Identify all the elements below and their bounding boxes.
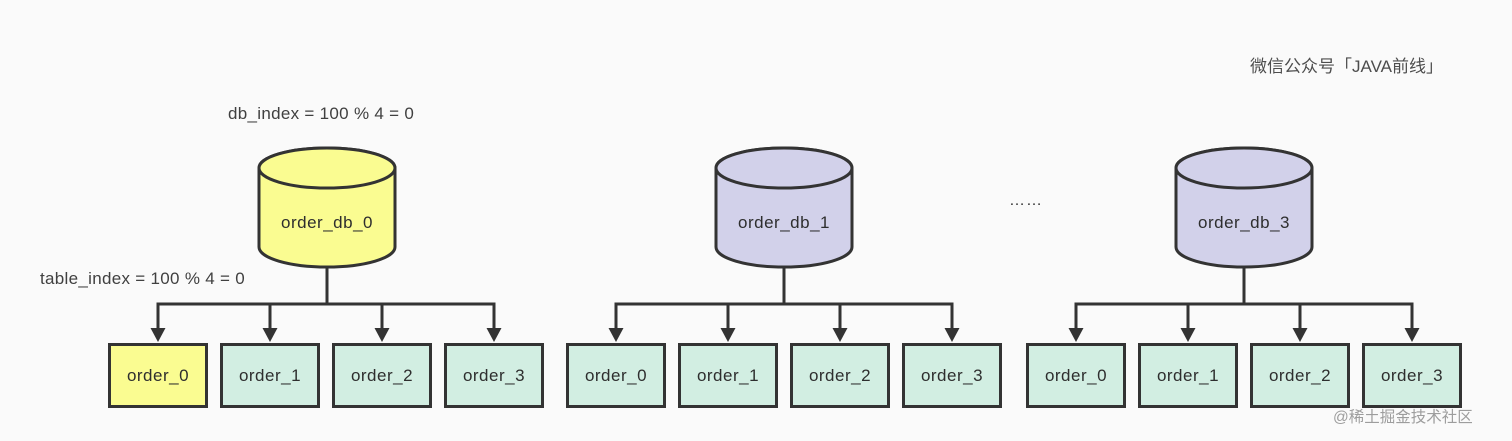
table-index-annotation: table_index = 100 % 4 = 0 <box>40 269 246 288</box>
database-cylinder-icon <box>1174 146 1314 269</box>
table-node: order_1 <box>1138 343 1238 408</box>
arrowhead-icon <box>944 328 960 342</box>
arrowhead-icon <box>374 328 390 342</box>
wechat-watermark: 微信公众号「JAVA前线」 <box>1250 57 1443 76</box>
table-node: order_3 <box>444 343 544 408</box>
arrowhead-icon <box>1068 328 1084 342</box>
arrowhead-icon <box>1292 328 1308 342</box>
db-index-annotation: db_index = 100 % 4 = 0 <box>228 104 415 123</box>
table-node: order_2 <box>332 343 432 408</box>
arrowhead-icon <box>608 328 624 342</box>
db-node-label: order_db_3 <box>1198 213 1290 232</box>
database-cylinder-icon <box>714 146 854 269</box>
table-node: order_0 <box>108 343 208 408</box>
database-cylinder-icon <box>257 146 397 269</box>
connector-tree-db1 <box>608 265 960 342</box>
arrowhead-icon <box>720 328 736 342</box>
table-node: order_1 <box>220 343 320 408</box>
table-node: order_2 <box>790 343 890 408</box>
arrowhead-icon <box>1404 328 1420 342</box>
table-node: order_0 <box>566 343 666 408</box>
arrowhead-icon <box>262 328 278 342</box>
table-node: order_3 <box>1362 343 1462 408</box>
arrowhead-icon <box>1180 328 1196 342</box>
db-node-label: order_db_0 <box>281 213 373 232</box>
arrowhead-icon <box>832 328 848 342</box>
continuation-ellipsis: …… <box>1009 192 1043 209</box>
table-node: order_2 <box>1250 343 1350 408</box>
juejin-watermark: @稀土掘金技术社区 <box>1333 409 1473 426</box>
db-node-label: order_db_1 <box>738 213 830 232</box>
arrowhead-icon <box>486 328 502 342</box>
table-node: order_3 <box>902 343 1002 408</box>
table-node: order_0 <box>1026 343 1126 408</box>
table-node: order_1 <box>678 343 778 408</box>
connector-tree-db3 <box>1068 265 1420 342</box>
arrowhead-icon <box>150 328 166 342</box>
connector-tree-db0 <box>150 265 502 342</box>
